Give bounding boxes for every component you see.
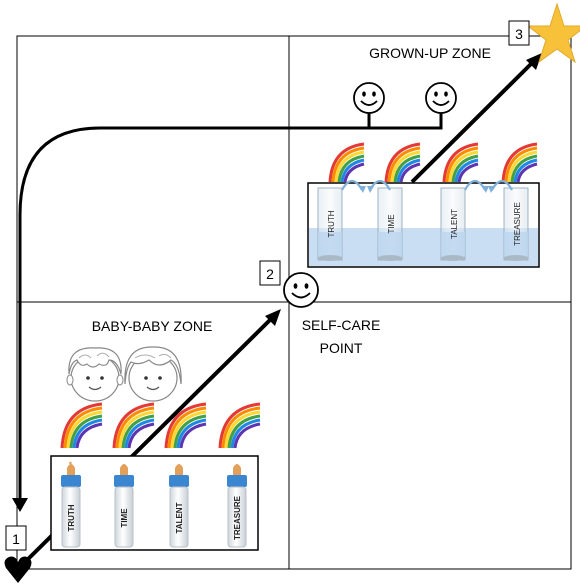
smiley-face-icon (425, 82, 457, 114)
rainbow-icon (164, 402, 207, 449)
baby-zone-label: BABY-BABY ZONE (92, 318, 213, 334)
swap-arrowhead-icon (359, 186, 495, 193)
glass-label: TREASURE (513, 202, 522, 246)
glasses-panel (307, 182, 540, 268)
svg-text:1: 1 (12, 531, 20, 547)
rainbow-icon (501, 142, 538, 183)
svg-text:3: 3 (515, 26, 523, 42)
rainbow-icon (60, 402, 103, 449)
bottles-panel (50, 455, 259, 551)
rainbow-icon (218, 402, 261, 449)
smiley-face-icon (353, 82, 385, 114)
marker-1: 1 (5, 525, 27, 551)
self-care-smiley-icon (283, 272, 319, 308)
bottle-time: TIME (114, 464, 134, 548)
grown-up-zone-label: GROWN-UP ZONE (369, 45, 491, 61)
bottle-talent: TALENT (169, 464, 189, 548)
rainbow-icon (384, 142, 421, 183)
bottle-truth: TRUTH (61, 461, 81, 548)
self-care-label-line2: POINT (320, 340, 363, 356)
rainbow-icon (112, 402, 155, 449)
bottle-label: TREASURE (233, 495, 242, 540)
baby-face-icon (66, 347, 124, 402)
self-care-label-line1: SELF-CARE (302, 317, 381, 333)
glass-time: TIME (377, 187, 403, 261)
glass-label: TIME (387, 214, 396, 233)
glass-treasure: TREASURE (503, 187, 529, 261)
rainbow-icon (442, 142, 479, 183)
svg-text:2: 2 (266, 266, 274, 282)
bottle-label: TALENT (175, 502, 184, 533)
bottle-treasure: TREASURE (227, 464, 247, 548)
rainbow-icon (328, 142, 365, 183)
glass-talent: TALENT (440, 187, 466, 261)
heart-icon (4, 556, 32, 583)
marker-3: 3 (508, 20, 530, 46)
growth-arrow-upper (410, 53, 542, 184)
marker-2: 2 (259, 260, 281, 286)
bottle-label: TIME (120, 508, 129, 528)
bottle-label: TRUTH (67, 504, 76, 531)
glass-truth: TRUTH (317, 187, 343, 261)
baby-face-icon (124, 346, 182, 402)
return-arrow (12, 113, 443, 512)
glass-label: TRUTH (327, 210, 336, 237)
star-icon (526, 2, 580, 64)
water-level (309, 228, 538, 266)
glass-label: TALENT (450, 209, 459, 239)
